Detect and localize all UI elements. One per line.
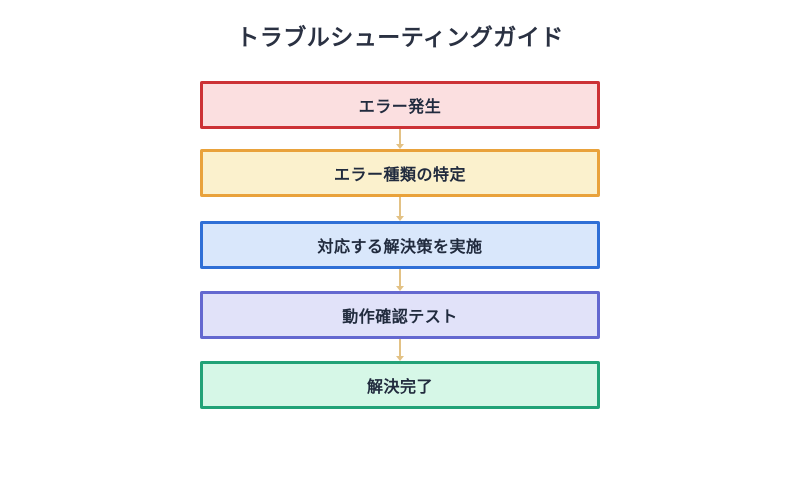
- flow-node-error-occurred: エラー発生: [200, 81, 600, 129]
- diagram-title: トラブルシューティングガイド: [236, 24, 564, 50]
- flow-arrow-3: [392, 269, 408, 291]
- arrowhead-icon: [396, 144, 404, 149]
- flow-node-label: エラー発生: [358, 99, 442, 116]
- arrow-line: [398, 339, 402, 356]
- flow-node-identify-error: エラー種類の特定: [200, 149, 600, 197]
- flow-arrow-2: [392, 197, 408, 221]
- flow-node-label: 解決完了: [366, 379, 433, 396]
- arrow-line: [398, 269, 402, 286]
- flow-node-verification-test: 動作確認テスト: [200, 291, 600, 339]
- flow-node-label: エラー種類の特定: [333, 167, 466, 184]
- flow-arrow-4: [392, 339, 408, 361]
- arrowhead-icon: [396, 356, 404, 361]
- flow-node-label: 動作確認テスト: [342, 309, 458, 326]
- arrow-line: [398, 129, 402, 144]
- flow-node-resolved: 解決完了: [200, 361, 600, 409]
- flow-arrow-1: [392, 129, 408, 149]
- flow-node-label: 対応する解決策を実施: [317, 239, 483, 256]
- arrow-line: [398, 197, 402, 216]
- arrowhead-icon: [396, 216, 404, 221]
- arrowhead-icon: [396, 286, 404, 291]
- flow-node-apply-solution: 対応する解決策を実施: [200, 221, 600, 269]
